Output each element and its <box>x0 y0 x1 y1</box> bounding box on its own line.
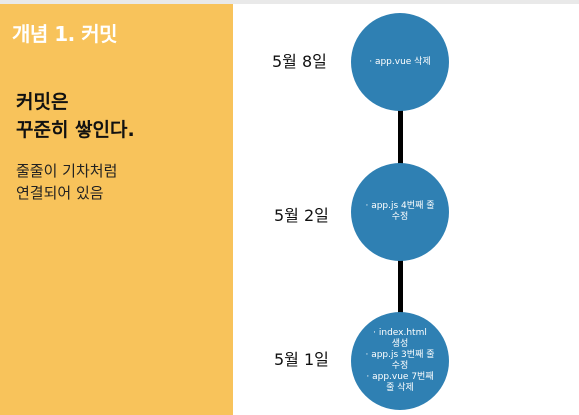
commit-node-2-line-1: · app.js 4번째 줄 <box>365 201 435 211</box>
description-line-2: 연결되어 있음 <box>16 184 104 202</box>
description-line-1: 줄줄이 기차처럼 <box>16 162 118 180</box>
connector-2 <box>398 258 403 318</box>
left-panel: 개념 1. 커밋 커밋은 꾸준히 쌓인다. 줄줄이 기차처럼 연결되어 있음 <box>0 4 233 415</box>
concept-title: 개념 1. 커밋 <box>12 22 118 46</box>
date-label-1: 5월 8일 <box>272 52 327 71</box>
commit-node-2: · app.js 4번째 줄 수정 <box>351 163 449 261</box>
commit-node-1: · app.vue 삭제 <box>351 13 449 111</box>
headline-line-2: 꾸준히 쌓인다. <box>16 119 135 141</box>
date-label-3: 5월 1일 <box>274 350 329 369</box>
commit-node-2-line-2: 수정 <box>391 212 409 222</box>
connector-1 <box>398 100 403 170</box>
commit-node-3-line-6: 줄 삭제 <box>386 383 414 393</box>
commit-node-3-line-5: · app.vue 7번째 <box>366 372 434 382</box>
date-label-2: 5월 2일 <box>274 206 329 225</box>
commit-node-3: · index.html 생성 · app.js 3번째 줄 수정 · app.… <box>351 312 449 410</box>
commit-node-3-line-1: · index.html <box>373 328 427 338</box>
headline-line-1: 커밋은 <box>16 91 69 113</box>
commit-node-3-line-4: 수정 <box>391 361 409 371</box>
headline: 커밋은 꾸준히 쌓인다. <box>16 88 135 144</box>
commit-node-3-line-2: 생성 <box>391 339 409 349</box>
top-divider <box>0 0 579 4</box>
commit-node-3-line-3: · app.js 3번째 줄 <box>365 350 435 360</box>
description: 줄줄이 기차처럼 연결되어 있음 <box>16 160 117 204</box>
commit-node-1-line: · app.vue 삭제 <box>369 56 431 67</box>
